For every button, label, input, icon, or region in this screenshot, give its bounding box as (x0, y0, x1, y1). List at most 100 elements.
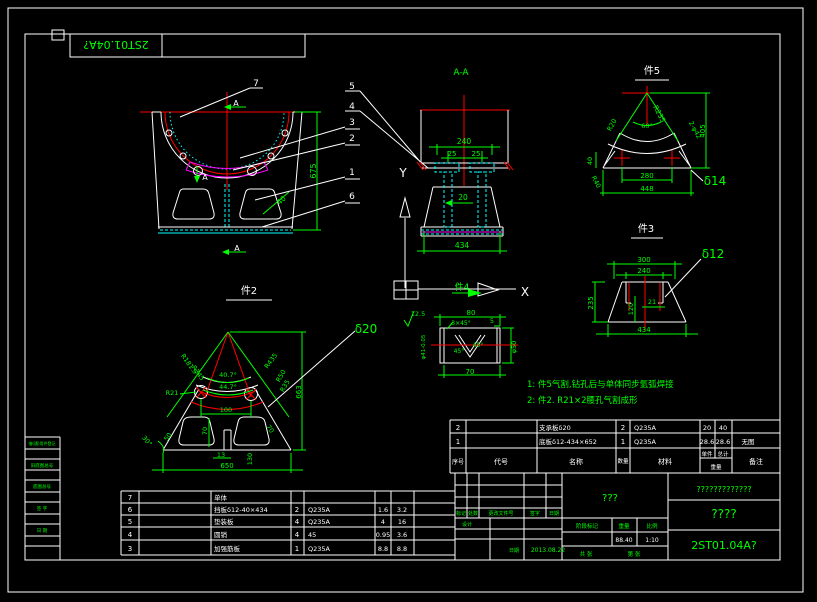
dim-448: 448 (640, 185, 653, 193)
bom-cell: Q235A (308, 518, 331, 526)
balloon-2: 2 (349, 134, 355, 144)
dim-300: 300 (637, 256, 650, 264)
bom-cell: 单体 (214, 493, 228, 502)
bom-cell: 2 (621, 424, 625, 432)
part3-thickness-leader (664, 258, 702, 298)
tb-weight-label: 重量 (618, 522, 630, 530)
section-aa-view: A-A 240 25 25 20 434 (416, 68, 514, 254)
dim-240: 240 (457, 137, 472, 146)
bom-table-lower: 7 单体 6 挡板δ12-40×434 2 Q235A 1.6 3.2 5 垫装… (120, 490, 456, 556)
margin-date-label: 日 期 (37, 528, 48, 534)
tb-date-value: 2013.08.22 (531, 547, 566, 554)
note-2: 2: 件2. R21×2腰孔气割成形 (527, 395, 638, 406)
dim-r40: R40 (589, 174, 602, 189)
arc-bolt-hole (281, 129, 289, 137)
tb-rev-doc: 更改文件号 (488, 510, 513, 517)
bom-cell: 4 (381, 518, 385, 526)
balloon-1: 1 (349, 168, 355, 178)
main-clamp-band (185, 161, 269, 178)
tb-rev-date: 日期 (549, 511, 559, 517)
balloon-4: 4 (349, 102, 355, 112)
bom-cell: 4 (295, 531, 300, 539)
part4-dim-lines (403, 310, 514, 378)
dim-40: 40 (276, 195, 288, 207)
bom-header-no: 序号 (452, 458, 464, 466)
bom-cell: 28.6 (700, 438, 714, 446)
title-block-grid (454, 473, 780, 561)
bom-lower-grid (120, 490, 456, 556)
bom-cell: 0.95 (376, 531, 390, 539)
main-cutout-left (172, 188, 215, 220)
arc-bolt-hole (165, 129, 173, 137)
dim-25: 25 (448, 150, 457, 158)
inner-border (24, 33, 781, 561)
part5-dim-lines (595, 92, 710, 196)
bom-cell: 8.8 (397, 545, 407, 553)
section-arrow-bottom (222, 249, 229, 255)
outer-border (7, 7, 804, 593)
dim-80: 80 (467, 309, 476, 317)
dim-13: 13 (217, 451, 225, 459)
bom-header-mat: 材料 (658, 457, 672, 466)
balloon-6: 6 (349, 192, 355, 202)
p4-pointer-label: 件4 (455, 281, 470, 293)
thickness-d20: δ20 (355, 322, 378, 336)
margin-grid (25, 436, 61, 560)
dim-434: 434 (455, 241, 470, 250)
aa-rib (477, 171, 487, 228)
balloon-leaders (179, 87, 429, 228)
bom-cell: Q235A (308, 545, 331, 553)
bom-cell: Q235A (308, 506, 331, 514)
tb-company: ????????????? (696, 485, 751, 494)
balloon-5: 5 (349, 82, 355, 92)
section-arrow-mid (194, 176, 200, 183)
bom-cell: 4 (128, 531, 133, 539)
thickness-d12: δ12 (702, 247, 725, 261)
note-1: 1: 件5气割,钻孔后与单体同步氩弧焊接 (527, 379, 674, 390)
dim-r435: R435 (263, 352, 279, 370)
tb-product: ???? (711, 507, 736, 521)
main-cutout-right (239, 188, 282, 220)
dim-240: 240 (637, 267, 650, 275)
bom-upper-grid (449, 419, 780, 474)
balloon-7: 7 (253, 79, 259, 89)
bom-cell: 1 (295, 545, 299, 553)
part2-kidney-hole (244, 387, 258, 401)
part2-view: 件2 R181.5 R345 40.7° 44.7° R435 R50 R35 … (140, 285, 377, 473)
dim-5: 5 (490, 317, 494, 325)
dim-21: 21 (648, 298, 656, 306)
dim-70: 70 (466, 368, 475, 376)
bom-cell: 3 (128, 545, 132, 553)
dim-45deg: 45° (473, 342, 484, 349)
dim-r235: R235 (651, 104, 667, 124)
bom-cell: 挡板δ12-40×434 (214, 505, 268, 514)
title-block: ??? ????????????? ???? 2ST01.04A? 标记 处数 … (454, 473, 780, 561)
tb-scale-value: 1:10 (645, 537, 659, 544)
tb-stage-label: 阶段标记 (576, 522, 599, 530)
tb-rev-count: 处数 (468, 510, 478, 517)
bom-cell: 45 (308, 531, 316, 539)
part3-dim-lines (592, 261, 698, 337)
bom-header-weight: 重量 (710, 463, 722, 471)
dim-235: 235 (587, 296, 595, 309)
dim-675: 675 (309, 163, 318, 178)
bom-header-name: 名称 (569, 457, 583, 466)
section-arrow-top (224, 104, 231, 110)
bom-header-w1: 单件 (701, 450, 713, 458)
dim-405: 405 (699, 124, 707, 137)
tb-part-name: ??? (602, 493, 618, 504)
ucs-origin-cross (394, 281, 418, 299)
bom-cell: 6 (128, 506, 133, 514)
bom-cell-remark: 无图 (742, 438, 755, 446)
part5-view: 件5 R235 60° R20 2-φ42 405 280 448 40 R40… (586, 65, 726, 196)
part5-centerlines (614, 86, 680, 166)
dim-130: 130 (246, 453, 254, 465)
bom-cell: 加强筋板 (214, 544, 241, 553)
notes: 1: 件5气割,钻孔后与单体同步氩弧焊接 2: 件2. R21×2腰孔气割成形 (527, 379, 674, 406)
margin-borrow-label: 借(通)用件登记 (28, 440, 55, 446)
tb-rev-sign: 签字 (530, 510, 540, 517)
aa-base-hatch (421, 229, 503, 235)
clamp-bolt-hole (247, 166, 257, 176)
bom-cell: Q235A (634, 438, 657, 446)
tb-scale-label: 比例 (646, 522, 658, 530)
